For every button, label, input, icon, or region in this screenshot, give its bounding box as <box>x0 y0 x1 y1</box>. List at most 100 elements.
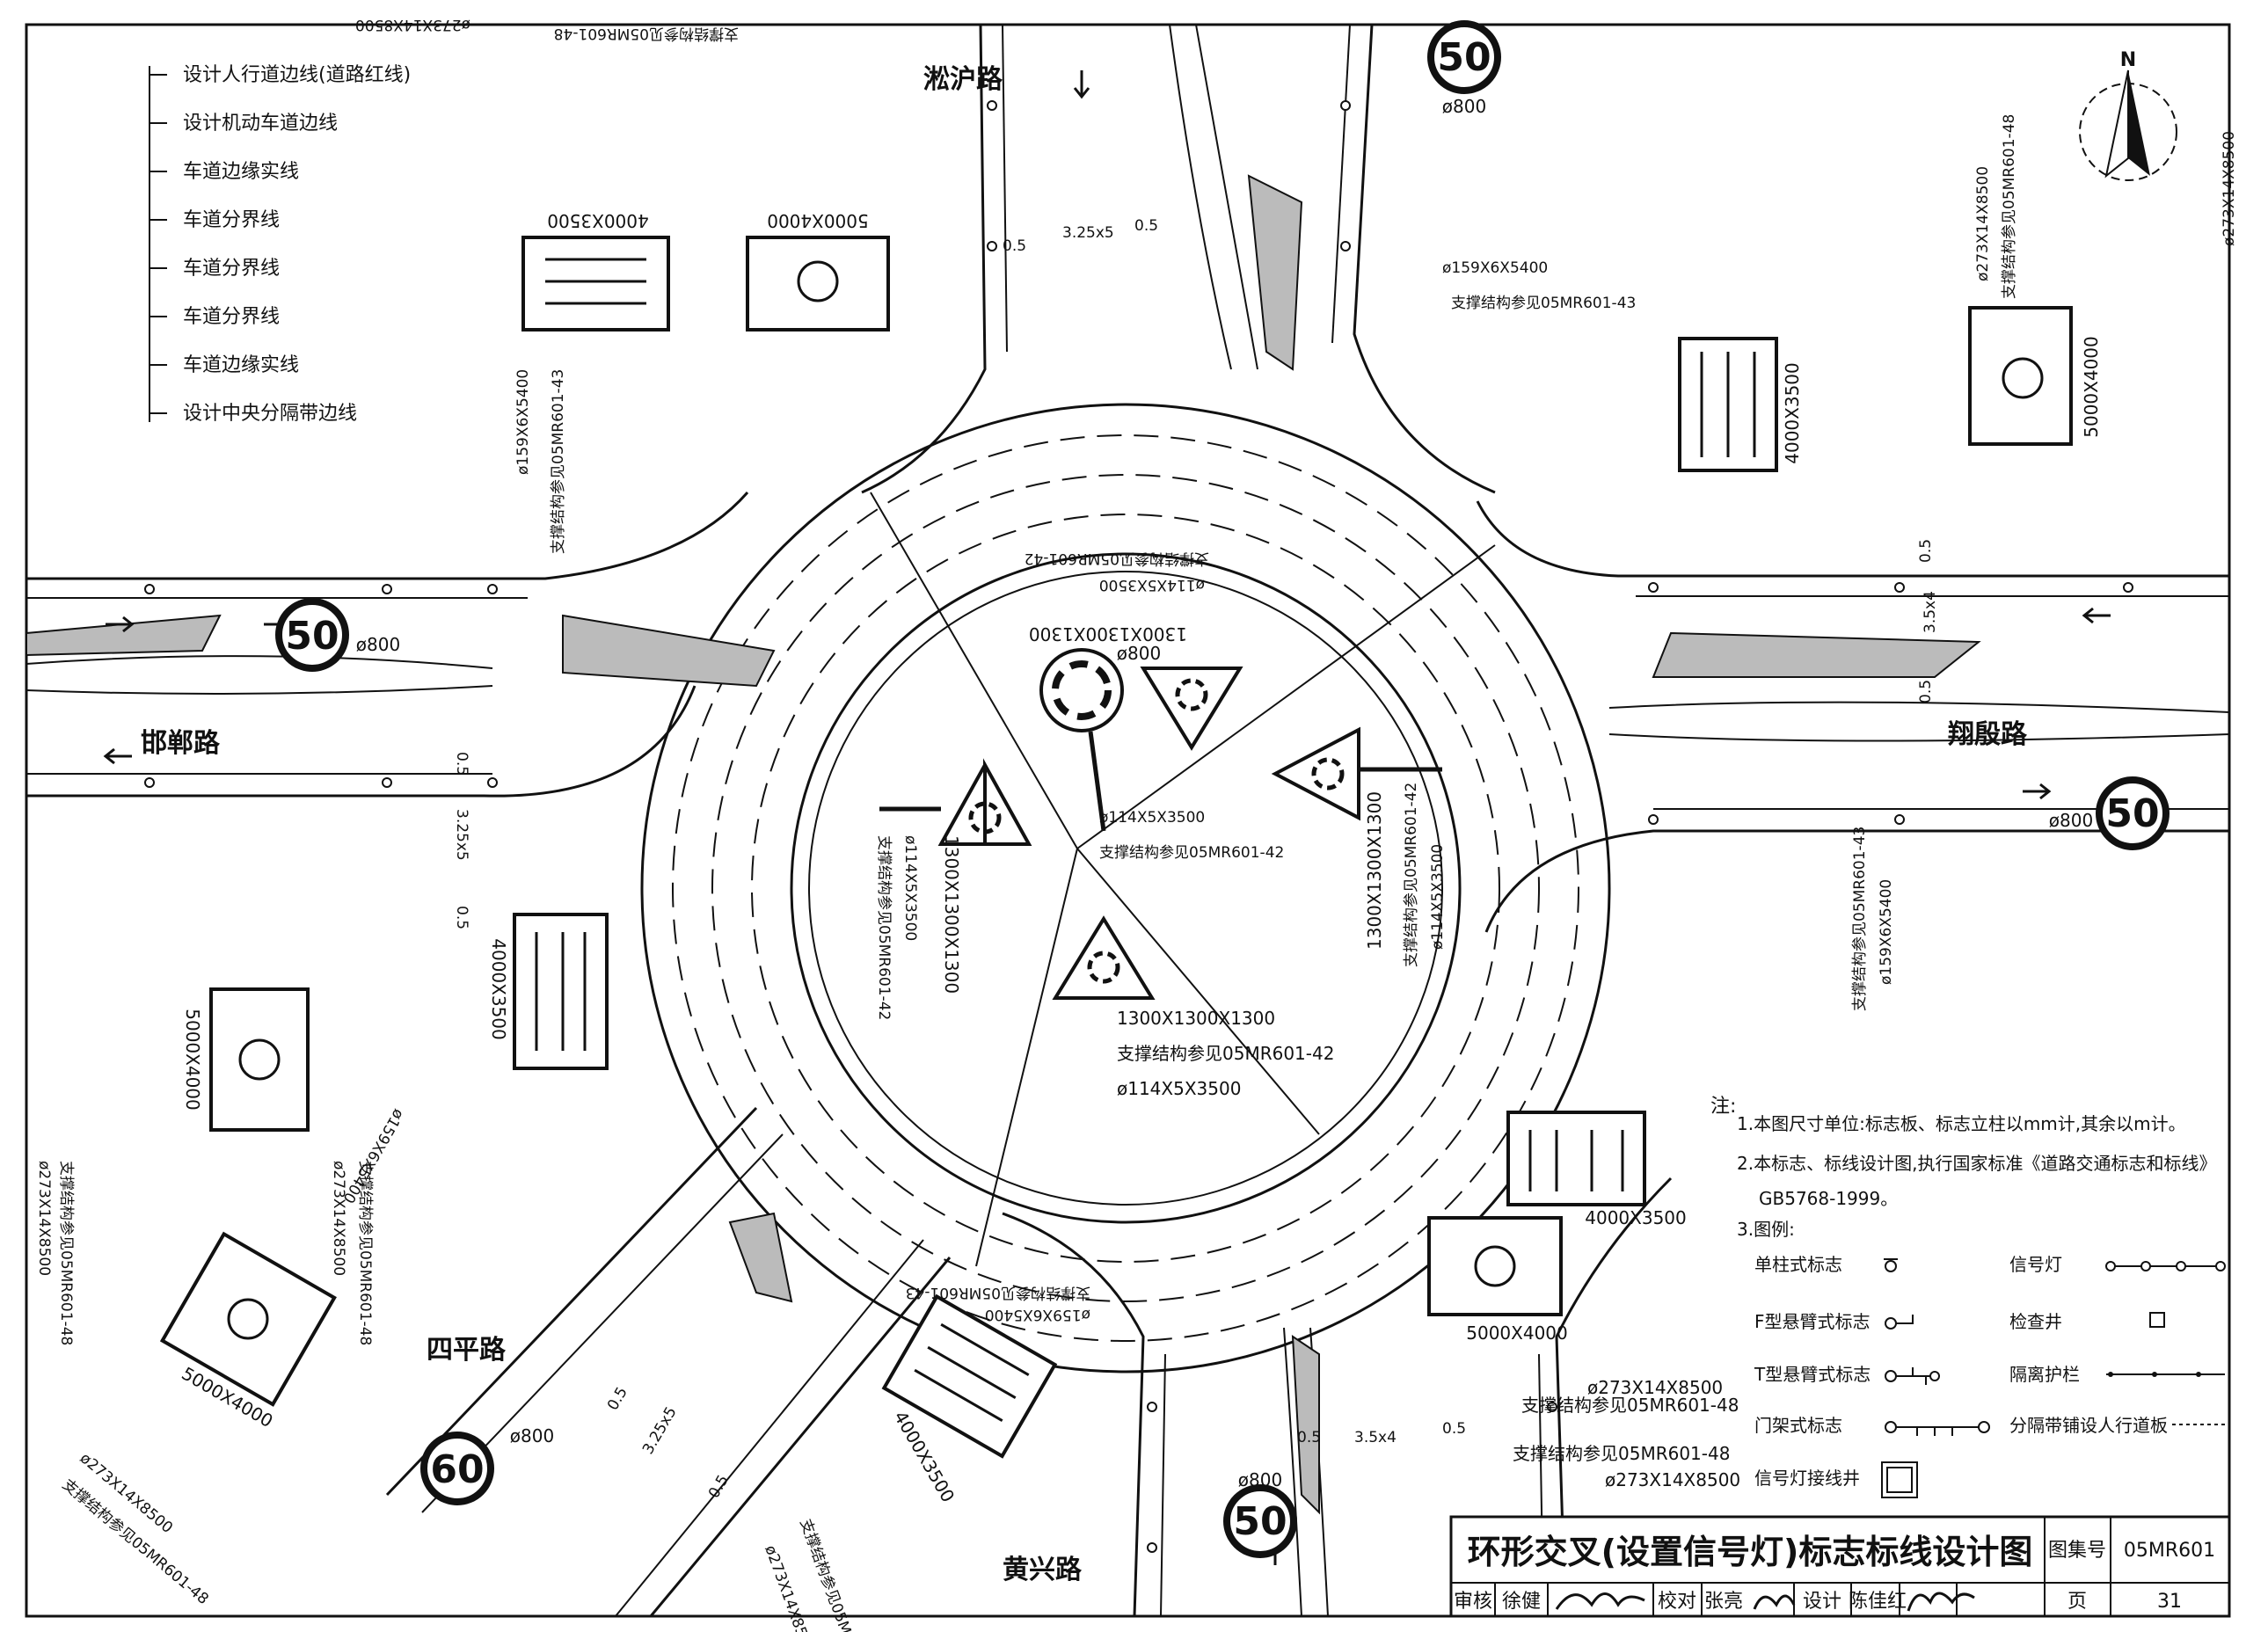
svg-text:支撑结构参见05MR601-43: 支撑结构参见05MR601-43 <box>1851 827 1869 1011</box>
svg-text:ø114X5X3500: ø114X5X3500 <box>1099 809 1205 827</box>
guardrail-icon <box>2106 1372 2225 1377</box>
svg-text:ø273X14X8500: ø273X14X8500 <box>330 1161 347 1276</box>
yield-roundabout-sign-east <box>1271 726 1442 821</box>
svg-text:3.5x4: 3.5x4 <box>1354 1429 1397 1446</box>
guide-board-se-2: 5000X4000 <box>1427 1216 1568 1344</box>
svg-text:0.5: 0.5 <box>1442 1420 1466 1438</box>
design-label: 设计 <box>1803 1591 1841 1613</box>
svg-text:ø114X5X3500: ø114X5X3500 <box>1429 844 1447 950</box>
svg-text:支撑结构参见05MR601-42: 支撑结构参见05MR601-42 <box>875 835 893 1020</box>
svg-text:1300X1300X1300: 1300X1300X1300 <box>1029 623 1187 645</box>
svg-text:4000X3500: 4000X3500 <box>1782 362 1803 464</box>
legend-line-label: 车道分界线 <box>183 258 280 280</box>
designer-signature <box>1907 1592 1975 1612</box>
svg-text:ø159X6X5400: ø159X6X5400 <box>1442 259 1548 277</box>
note-line-3: GB5768-1999。 <box>1759 1188 1898 1209</box>
signal-light-icon <box>2105 1261 2226 1271</box>
note-line-2: 2.本标志、标线设计图,执行国家标准《道路交通标志和标线》 <box>1737 1153 2216 1174</box>
symbol-legend: 单柱式标志 信号灯 F型悬臂式标志 检查井 T型悬臂式标志 隔离护栏 门架式标志… <box>1754 1254 2226 1498</box>
svg-text:1300X1300X1300: 1300X1300X1300 <box>941 835 962 994</box>
notes-heading: 注: <box>1710 1096 1736 1118</box>
signal-junction-well-icon <box>1881 1461 1918 1498</box>
svg-text:0.5: 0.5 <box>1297 1429 1321 1446</box>
svg-text:支撑结构参见05MR601-43: 支撑结构参见05MR601-43 <box>906 1284 1090 1301</box>
svg-text:ø800: ø800 <box>1117 643 1161 664</box>
single-post-sign-icon <box>1884 1258 1898 1272</box>
svg-text:支撑结构参见05MR601-42: 支撑结构参见05MR601-42 <box>1025 550 1209 567</box>
svg-text:50: 50 <box>2105 791 2159 836</box>
svg-text:4000X3500: 4000X3500 <box>547 210 649 231</box>
svg-text:ø273X14X8500: ø273X14X8500 <box>1605 1469 1740 1490</box>
legend-label-f-cantilever: F型悬臂式标志 <box>1754 1311 1871 1332</box>
yield-roundabout-sign-west <box>879 758 1032 846</box>
svg-text:50: 50 <box>1437 35 1491 80</box>
svg-text:3.25x5: 3.25x5 <box>453 809 470 861</box>
svg-text:ø800: ø800 <box>510 1425 554 1446</box>
checker-signature <box>1753 1594 1796 1610</box>
legend-line-label: 车道边缘实线 <box>183 161 299 183</box>
road-name-southwest: 四平路 <box>427 1335 507 1366</box>
svg-text:支撑结构参见05MR601-48: 支撑结构参见05MR601-48 <box>1521 1395 1739 1416</box>
svg-text:ø800: ø800 <box>1238 1469 1282 1490</box>
reviewer-signature <box>1555 1592 1645 1610</box>
sign-leader-lines <box>870 492 1496 1267</box>
guide-board-nw-2: 5000X4000 <box>746 210 890 332</box>
speed-limit-sign-south: 50 ø800 <box>1223 1469 1297 1558</box>
guide-board-ne-1: 4000X3500 <box>1678 337 1803 472</box>
f-cantilever-sign-icon <box>1885 1315 1914 1330</box>
svg-text:5000X4000: 5000X4000 <box>1466 1322 1568 1344</box>
svg-text:支撑结构参见05MR601-48: 支撑结构参见05MR601-48 <box>554 25 739 42</box>
svg-text:支撑结构参见05MR601-48: 支撑结构参见05MR601-48 <box>57 1161 75 1345</box>
atlas-number: 05MR601 <box>2124 1540 2215 1562</box>
svg-text:4000X3500: 4000X3500 <box>488 938 509 1040</box>
title-block: 环形交叉(设置信号灯)标志标线设计图 图集号 05MR601 审核 徐健 校对 … <box>1449 1515 2231 1618</box>
svg-text:0.5: 0.5 <box>1134 217 1158 235</box>
guide-board-sw-1: 5000X4000 <box>159 1231 337 1432</box>
legend-label-median-sidewalk: 分隔带铺设人行道板 <box>2009 1415 2168 1436</box>
svg-text:支撑结构参见05MR601-42: 支撑结构参见05MR601-42 <box>1117 1043 1334 1064</box>
note-line-1: 1.本图尺寸单位:标志板、标志立柱以mm计,其余以m计。 <box>1737 1113 2186 1134</box>
atlas-label: 图集号 <box>2048 1540 2106 1562</box>
guide-board-nw-1: 4000X3500 <box>521 210 670 332</box>
legend-line-label: 设计中央分隔带边线 <box>183 403 357 425</box>
inspection-well-icon <box>2149 1312 2165 1328</box>
north-arrow: N <box>2079 49 2177 181</box>
svg-text:ø159X6X5400: ø159X6X5400 <box>985 1306 1090 1323</box>
svg-text:ø273X14X8500: ø273X14X8500 <box>355 16 470 33</box>
designer-name: 陈佳红 <box>1849 1591 1907 1613</box>
guide-board-w-1: 4000X3500 <box>488 913 609 1070</box>
svg-text:ø800: ø800 <box>356 634 400 655</box>
drawing-title: 环形交叉(设置信号灯)标志标线设计图 <box>1468 1533 2033 1571</box>
svg-text:3.25x5: 3.25x5 <box>1062 224 1114 242</box>
svg-text:50: 50 <box>1233 1499 1287 1544</box>
svg-text:支撑结构参见05MR601-48: 支撑结构参见05MR601-48 <box>2001 114 2018 299</box>
review-label: 审核 <box>1454 1591 1492 1613</box>
guide-board-w-2: 5000X4000 <box>182 987 310 1132</box>
drawing-frame <box>25 23 2231 1618</box>
svg-text:0.5: 0.5 <box>453 752 470 776</box>
svg-text:ø159X6X5400: ø159X6X5400 <box>1878 879 1895 985</box>
svg-text:60: 60 <box>430 1447 484 1492</box>
guide-board-se-1: 4000X3500 <box>1506 1111 1687 1228</box>
road-name-north: 淞沪路 <box>923 64 1003 95</box>
speed-limit-sign-north: 50 ø800 <box>1427 20 1501 117</box>
svg-text:ø159X6X5400: ø159X6X5400 <box>514 369 532 475</box>
svg-text:0.5: 0.5 <box>453 906 470 929</box>
speed-limit-sign-east: 50 ø800 <box>2049 776 2170 850</box>
notes-block: 注: 1.本图尺寸单位:标志板、标志立柱以mm计,其余以m计。 2.本标志、标线… <box>1710 1096 2216 1240</box>
svg-text:0.5: 0.5 <box>1917 539 1935 563</box>
legend-line-label: 车道分界线 <box>183 209 280 231</box>
svg-text:1300X1300X1300: 1300X1300X1300 <box>1364 791 1385 950</box>
yield-roundabout-sign-south <box>1052 915 1156 1000</box>
page-number: 31 <box>2157 1591 2182 1613</box>
gantry-sign-icon <box>1885 1421 1990 1436</box>
road-name-south: 黄兴路 <box>1003 1555 1083 1585</box>
legend-label-junction-well: 信号灯接线井 <box>1754 1468 1860 1489</box>
svg-text:支撑结构参见05MR601-42: 支撑结构参见05MR601-42 <box>1403 783 1420 967</box>
svg-text:ø114X5X3500: ø114X5X3500 <box>901 835 919 941</box>
page-label: 页 <box>2067 1591 2087 1613</box>
svg-text:0.5: 0.5 <box>1917 680 1935 703</box>
svg-text:ø800: ø800 <box>1442 96 1486 117</box>
svg-text:4000X3500: 4000X3500 <box>1585 1207 1687 1228</box>
